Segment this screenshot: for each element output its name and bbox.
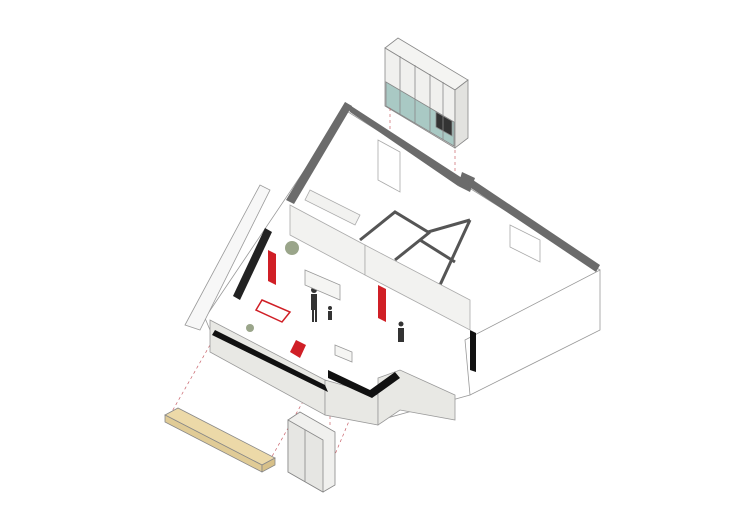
oven <box>435 111 453 137</box>
interior-walls-light <box>289 139 541 331</box>
wood-bench-exploded <box>164 407 276 473</box>
chair <box>334 344 353 363</box>
cabinet-lower-fronts <box>385 81 455 147</box>
walls <box>212 102 600 398</box>
section-wall-front <box>328 370 400 398</box>
red-accents <box>254 250 386 358</box>
red-chair <box>290 340 306 358</box>
red-curtain-left <box>268 250 276 285</box>
plant <box>285 241 299 255</box>
window-wall-left <box>233 228 272 300</box>
wardrobe-exploded <box>287 411 336 493</box>
kitchen-cabinet-exploded <box>384 37 469 149</box>
furniture <box>246 241 353 363</box>
balcony-railing <box>184 184 271 331</box>
small-plant <box>246 324 254 332</box>
sofa <box>304 269 341 301</box>
red-rug <box>254 299 292 323</box>
red-curtain-right <box>378 285 386 322</box>
